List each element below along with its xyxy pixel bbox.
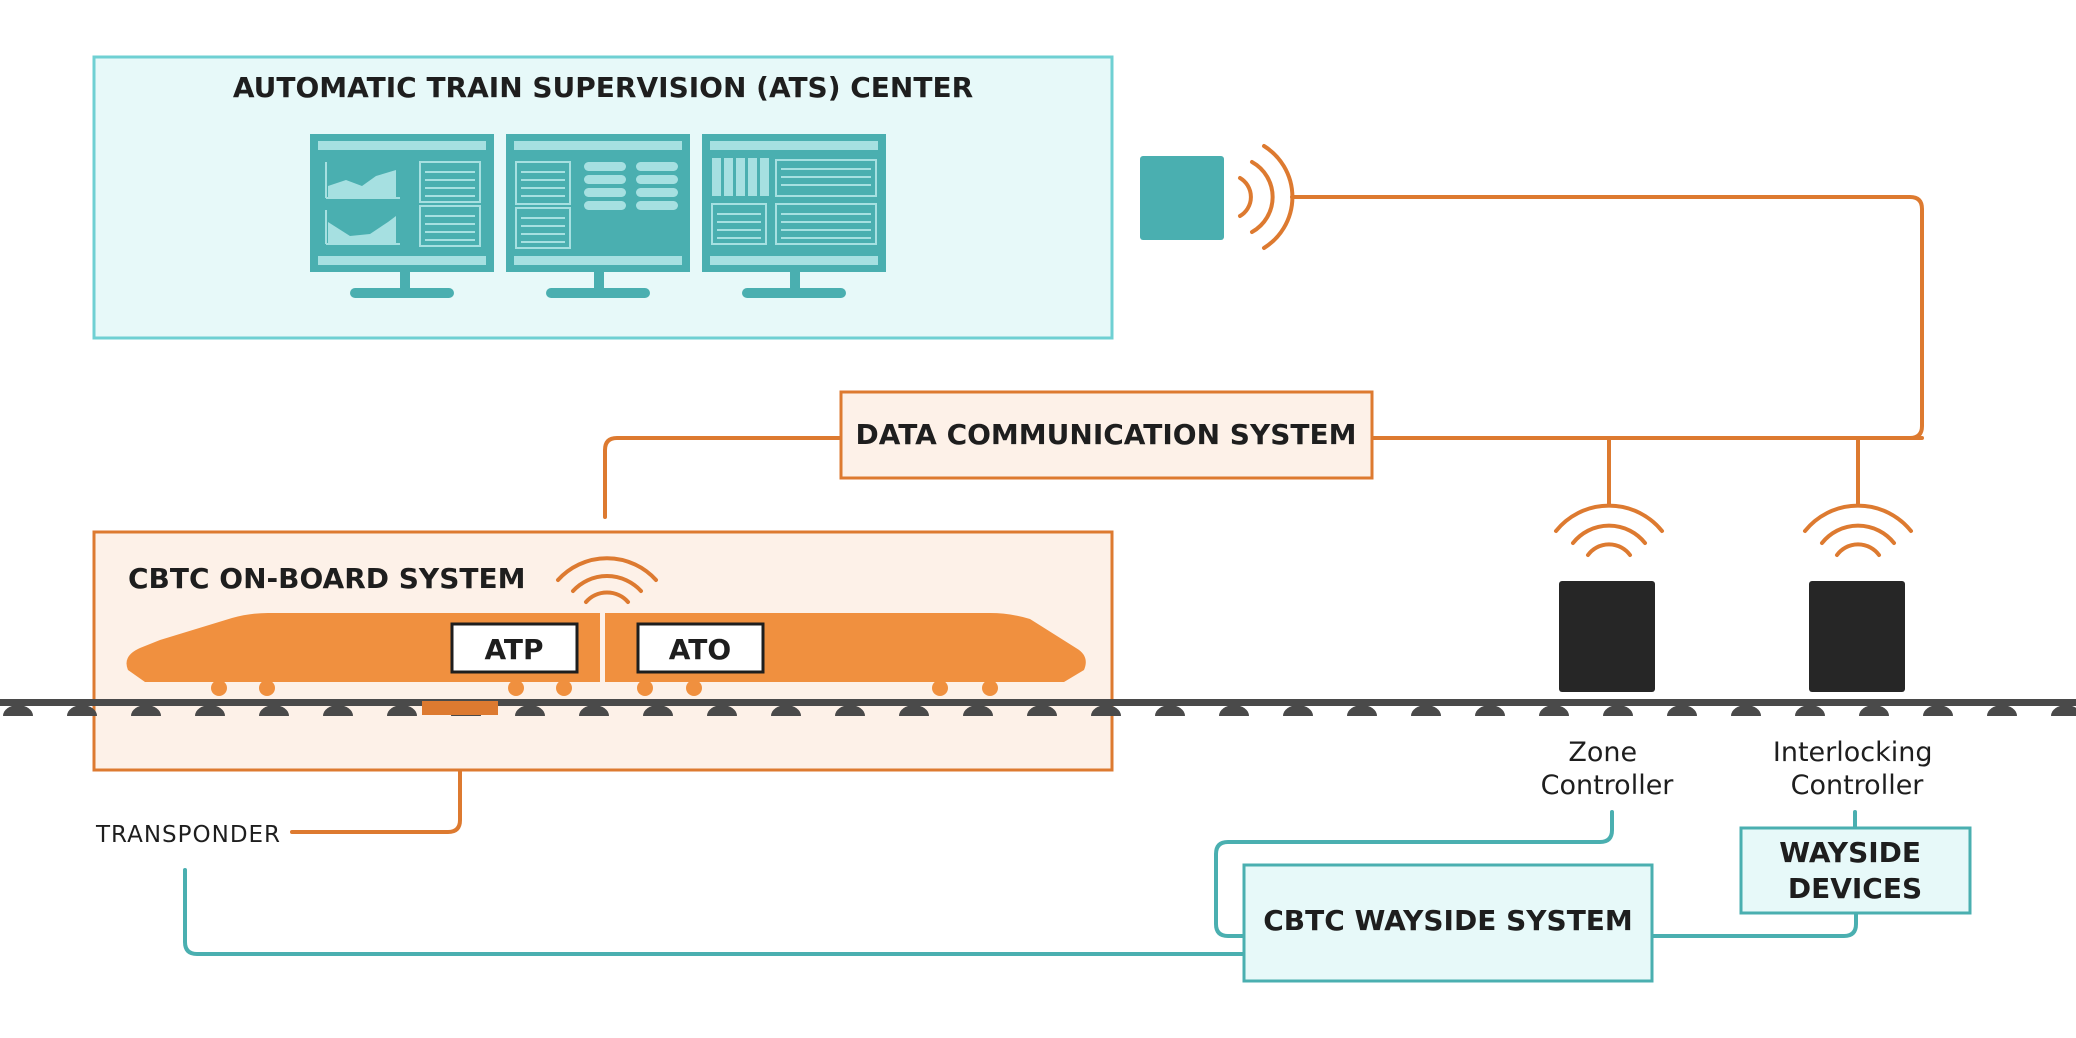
data-link-lines <box>290 195 1924 834</box>
ato-box <box>636 622 765 674</box>
wayside-devices-label: WAYSIDE DEVICES <box>1779 836 1931 905</box>
wayside-devices-box <box>1739 826 1972 915</box>
zone-controller-box <box>1559 581 1655 692</box>
monitor-icon <box>702 134 886 298</box>
rail-sleeper <box>1923 705 1953 716</box>
rail-sleeper <box>1795 705 1825 716</box>
rail-sleeper <box>963 705 993 716</box>
rail-sleeper <box>2051 705 2076 716</box>
transponder-label: TRANSPONDER <box>95 822 281 848</box>
rail-sleeper <box>195 705 225 716</box>
rail-sleeper <box>1155 705 1185 716</box>
rail-sleeper <box>323 705 353 716</box>
rail-sleeper <box>1347 705 1377 716</box>
wayside-system-box <box>1242 863 1654 983</box>
zone-controller-line2: Controller <box>1541 770 1675 801</box>
rail-sleeper <box>1475 705 1505 716</box>
zone-controller-line1: Zone <box>1568 737 1637 768</box>
onboard-title: CBTC ON-BOARD SYSTEM <box>128 562 525 595</box>
rail-sleeper <box>771 705 801 716</box>
interlocking-controller-line1: Interlocking <box>1773 737 1933 768</box>
interlocking-controller-box <box>1809 581 1905 692</box>
ato-label: ATO <box>669 633 731 666</box>
rail-sleeper <box>387 705 417 716</box>
rail-sleeper <box>1987 705 2017 716</box>
rail-sleeper <box>899 705 929 716</box>
transponder-marker <box>422 701 498 715</box>
rail-sleeper <box>1027 705 1057 716</box>
rail-sleeper <box>1219 705 1249 716</box>
wayside-link-lines <box>183 810 1858 956</box>
rail-sleeper <box>1539 705 1569 716</box>
rail-sleeper <box>1603 705 1633 716</box>
dcs-box <box>839 390 1374 480</box>
wayside-devices-line2: DEVICES <box>1788 872 1922 905</box>
train-icon <box>126 611 1086 696</box>
zone-controller-label: Zone Controller <box>1541 737 1675 801</box>
rail-sleeper <box>1411 705 1441 716</box>
wayside-devices-line1: WAYSIDE <box>1779 836 1921 869</box>
rail-sleeper <box>707 705 737 716</box>
rail-sleeper <box>1283 705 1313 716</box>
wireless-signal-icon <box>1803 503 1913 557</box>
rail-sleeper <box>1731 705 1761 716</box>
rail-sleeper <box>1667 705 1697 716</box>
ats-center-title: AUTOMATIC TRAIN SUPERVISION (ATS) CENTER <box>233 71 973 104</box>
wireless-signal-icon <box>1238 144 1295 250</box>
atp-box <box>450 622 579 674</box>
rail-sleeper <box>67 705 97 716</box>
wayside-system-label: CBTC WAYSIDE SYSTEM <box>1263 904 1633 937</box>
monitor-icon <box>310 134 494 298</box>
rail-sleeper <box>579 705 609 716</box>
rail-sleeper <box>835 705 865 716</box>
rail-sleeper <box>515 705 545 716</box>
rail-sleeper <box>259 705 289 716</box>
wireless-signal-icon <box>556 556 658 604</box>
dcs-label: DATA COMMUNICATION SYSTEM <box>856 418 1357 451</box>
rail-sleeper <box>1091 705 1121 716</box>
interlocking-controller-line2: Controller <box>1791 770 1925 801</box>
interlocking-controller-label: Interlocking Controller <box>1773 737 1941 801</box>
monitor-icon <box>506 134 690 298</box>
ats-transmitter-icon <box>1140 156 1224 240</box>
wireless-signal-icon <box>1554 503 1664 557</box>
rail-track <box>0 699 2076 716</box>
rail-sleeper <box>131 705 161 716</box>
rail-sleeper <box>1859 705 1889 716</box>
rail-sleeper <box>643 705 673 716</box>
rail-sleeper <box>3 705 33 716</box>
atp-label: ATP <box>484 633 543 666</box>
